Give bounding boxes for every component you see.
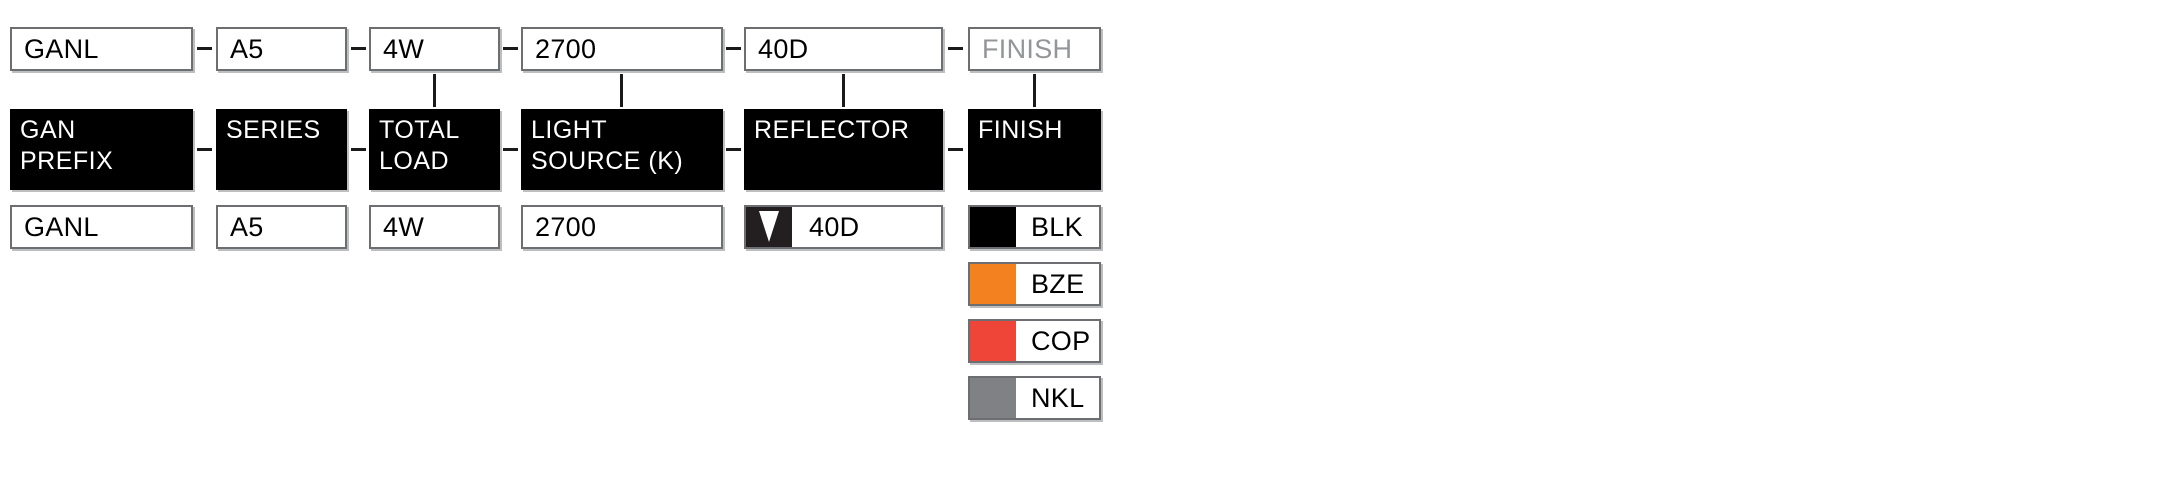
header-gan-prefix: GAN PREFIX: [10, 109, 193, 190]
connector-dash: [948, 47, 963, 50]
header-series: SERIES: [216, 109, 347, 190]
column-reflector: 40D REFLECTOR 40D: [744, 0, 943, 430]
finish-option-nkl-label: NKL: [1031, 382, 1085, 413]
swatch-cop: [970, 321, 1016, 361]
connector-dash: [503, 47, 518, 50]
code-field-total-load[interactable]: 4W: [369, 27, 500, 71]
column-series: A5 SERIES A5: [216, 0, 347, 430]
reflector-dropdown[interactable]: 40D: [744, 205, 943, 249]
code-field-reflector[interactable]: 40D: [744, 27, 943, 71]
connector-dash: [351, 47, 366, 50]
finish-option-bze-label: BZE: [1031, 268, 1085, 299]
connector-dash: [726, 47, 741, 50]
option-total-load[interactable]: 4W: [369, 205, 500, 249]
option-gan-prefix[interactable]: GANL: [10, 205, 193, 249]
column-finish: FINISH FINISH BLK BZE COP NKL: [968, 0, 1101, 430]
connector-dash: [197, 148, 212, 151]
connector-line: [1033, 74, 1036, 107]
code-field-gan-prefix[interactable]: GANL: [10, 27, 193, 71]
connector-line: [620, 74, 623, 107]
swatch-nkl: [970, 378, 1016, 418]
code-field-finish[interactable]: FINISH: [968, 27, 1101, 71]
header-finish: FINISH: [968, 109, 1101, 190]
connector-dash: [197, 47, 212, 50]
finish-option-nkl[interactable]: NKL: [968, 376, 1101, 420]
connector-dash: [351, 148, 366, 151]
header-total-load: TOTAL LOAD: [369, 109, 500, 190]
connector-line: [842, 74, 845, 107]
connector-line: [433, 74, 436, 107]
column-light-source: 2700 LIGHT SOURCE (K) 2700: [521, 0, 723, 430]
header-light-source: LIGHT SOURCE (K): [521, 109, 723, 190]
option-series[interactable]: A5: [216, 205, 347, 249]
down-triangle-icon: [746, 207, 792, 247]
column-total-load: 4W TOTAL LOAD 4W: [369, 0, 500, 430]
finish-option-cop-label: COP: [1031, 325, 1091, 356]
finish-option-blk-label: BLK: [1031, 211, 1083, 242]
finish-option-cop[interactable]: COP: [968, 319, 1101, 363]
code-field-series[interactable]: A5: [216, 27, 347, 71]
reflector-dropdown-value: 40D: [809, 211, 860, 242]
code-field-light-source[interactable]: 2700: [521, 27, 723, 71]
option-light-source[interactable]: 2700: [521, 205, 723, 249]
connector-dash: [948, 148, 963, 151]
connector-dash: [726, 148, 741, 151]
swatch-bze: [970, 264, 1016, 304]
finish-option-bze[interactable]: BZE: [968, 262, 1101, 306]
header-reflector: REFLECTOR: [744, 109, 943, 190]
finish-option-blk[interactable]: BLK: [968, 205, 1101, 249]
swatch-blk: [970, 207, 1016, 247]
connector-dash: [503, 148, 518, 151]
column-gan-prefix: GANL GAN PREFIX GANL: [10, 0, 193, 430]
